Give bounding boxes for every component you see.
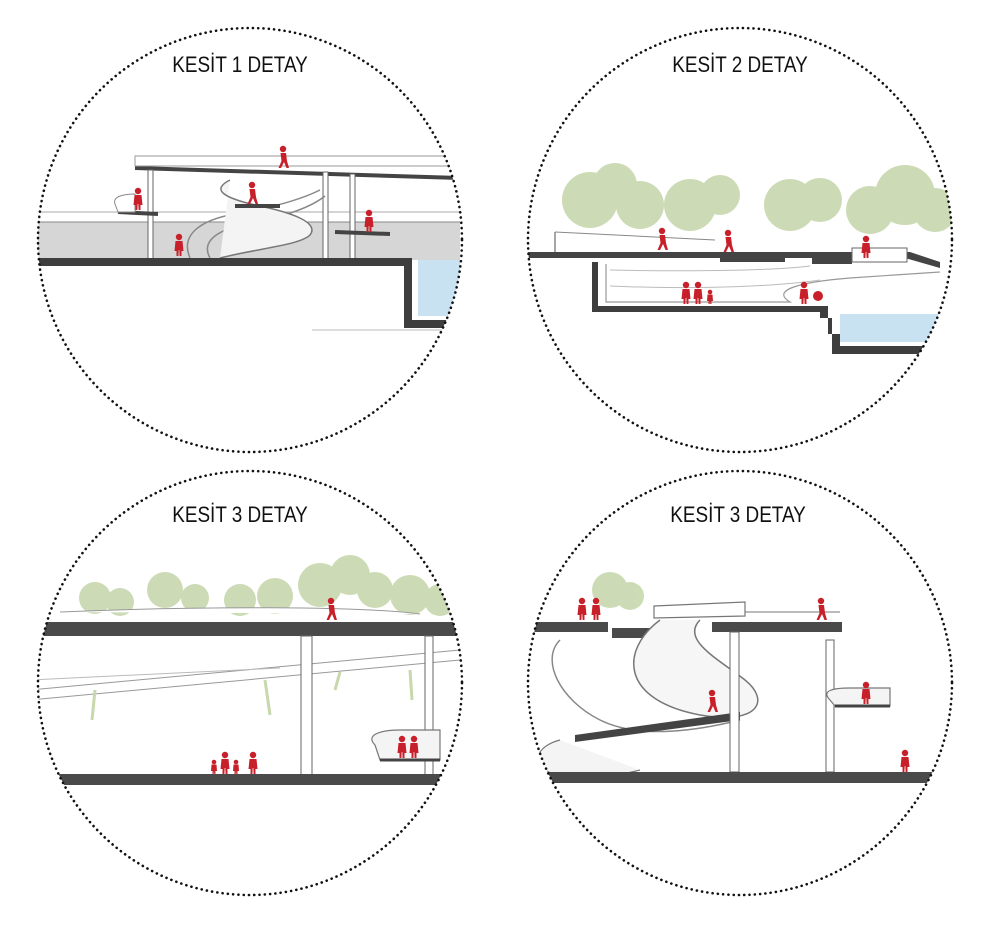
section-drawing-4	[530, 572, 940, 783]
section-drawing-3	[38, 555, 462, 785]
ground-slab	[530, 772, 940, 783]
upper-deck-slab	[530, 622, 608, 632]
ground-slab	[38, 774, 462, 785]
person-figure	[723, 229, 734, 252]
section-drawing-1	[38, 145, 461, 331]
person-figure	[220, 751, 230, 774]
detail-circle-border	[526, 469, 954, 897]
tree-canopy	[562, 163, 952, 234]
water-pool	[418, 260, 460, 316]
person-figure	[577, 597, 587, 620]
detail-circle-border	[526, 26, 954, 454]
person-figure	[816, 597, 827, 620]
tree-canopy	[79, 555, 456, 616]
person-figure	[278, 145, 289, 168]
panel-kesit-3a: KESİT 3 DETAY	[36, 469, 464, 897]
detail-circle-border	[36, 469, 464, 897]
detail-circle-border	[36, 26, 464, 454]
person-figure	[248, 751, 258, 774]
person-figure	[591, 597, 601, 620]
person-figure	[211, 759, 217, 774]
person-figure	[247, 181, 258, 204]
ground-slab	[38, 258, 460, 328]
upper-deck-slab	[38, 622, 462, 636]
panel-title: KESİT 1 DETAY	[172, 53, 308, 78]
stroller	[813, 291, 823, 301]
panel-kesit-1: KESİT 1 DETAY	[36, 26, 464, 454]
person-figure	[900, 749, 910, 772]
section-drawing-2	[528, 163, 952, 354]
person-figure	[681, 281, 691, 304]
panel-kesit-3b: KESİT 3 DETAY	[526, 469, 954, 897]
panel-title: KESİT 3 DETAY	[172, 503, 308, 528]
upper-deck-slab	[135, 166, 460, 180]
panel-title: KESİT 3 DETAY	[670, 503, 806, 528]
person-figure	[799, 281, 809, 304]
panel-title: KESİT 2 DETAY	[672, 53, 808, 78]
tree-canopy	[592, 572, 644, 610]
water-pool	[840, 314, 940, 342]
ground-slab	[592, 262, 940, 354]
panel-kesit-2: KESİT 2 DETAY	[526, 26, 954, 454]
spiral-ramp	[551, 639, 741, 733]
person-figure	[693, 281, 703, 304]
person-figure	[657, 227, 668, 250]
person-figure	[233, 759, 239, 774]
